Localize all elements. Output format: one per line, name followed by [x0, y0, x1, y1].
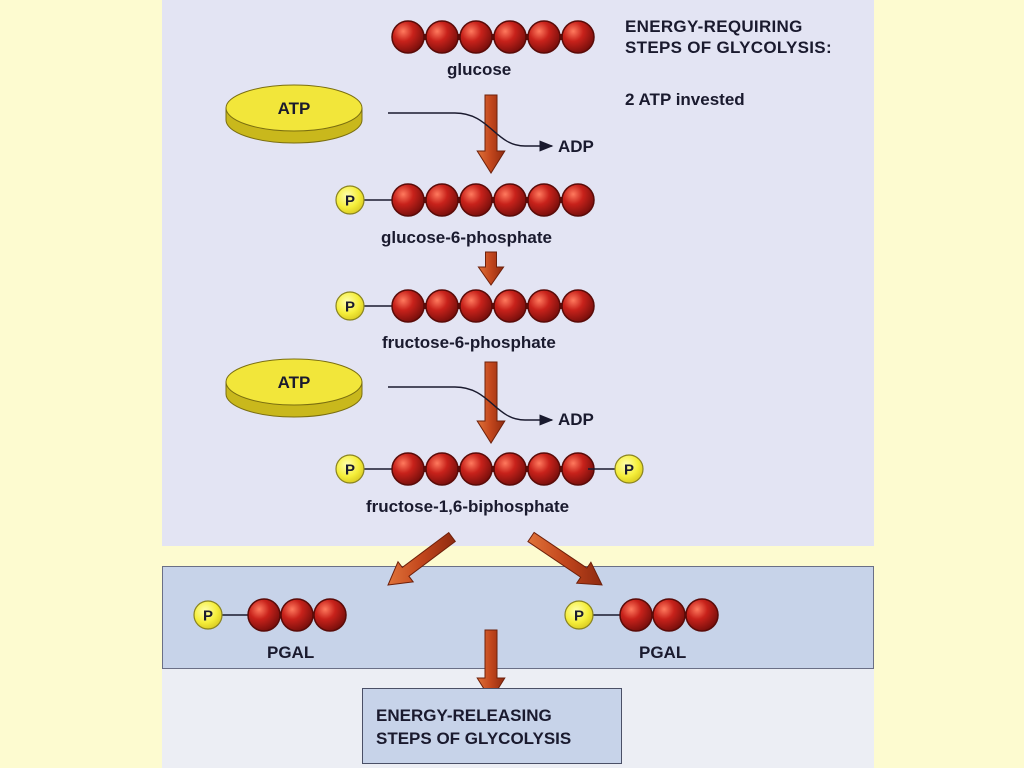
carbon-atom: [425, 20, 459, 54]
carbon-atom: [493, 20, 527, 54]
fructose-1-6-biphosphate-molecule: [391, 452, 595, 486]
glucose-6-phosphate-label: glucose-6-phosphate: [381, 228, 552, 247]
carbon-atom: [459, 289, 493, 323]
glucose-6-phosphate-molecule: [391, 183, 595, 217]
atp-to-adp-line-2: [388, 386, 554, 426]
carbon-atom: [425, 289, 459, 323]
pgal-right-label: PGAL: [639, 643, 687, 662]
carbon-atom: [652, 598, 686, 632]
arrow-glucose-to-g6p: [476, 94, 506, 174]
pgal-left-label: PGAL: [267, 643, 315, 662]
carbon-atom: [619, 598, 653, 632]
phosphate-pgal-left: P: [193, 600, 248, 630]
arrow-split-left: [387, 531, 456, 586]
energy-requiring-heading: ENERGY-REQUIRING STEPS OF GLYCOLYSIS:: [625, 16, 832, 58]
carbon-atom: [561, 289, 595, 323]
carbon-atom: [527, 289, 561, 323]
carbon-atom: [493, 452, 527, 486]
arrow-layer: [387, 94, 603, 701]
glucose-label: glucose: [447, 60, 512, 79]
atp-disc-1: ATP: [225, 84, 363, 144]
carbon-atom: [280, 598, 314, 632]
atp-disc-2: ATP: [225, 358, 363, 418]
atp-layer: ATP ATP: [225, 84, 363, 418]
carbon-atom: [561, 20, 595, 54]
carbon-atom: [391, 20, 425, 54]
phosphate-label: P: [345, 193, 355, 210]
arrow-split-right: [527, 531, 603, 586]
release-line-1: ENERGY-RELEASING: [376, 706, 552, 725]
heading-line-1: ENERGY-REQUIRING: [625, 17, 803, 36]
atp-to-adp-line-1: [388, 112, 554, 152]
atp-invested-note: 2 ATP invested: [625, 90, 745, 109]
phosphate-f16bp-left: P: [335, 454, 392, 484]
carbon-atom: [391, 289, 425, 323]
phosphate-label: P: [203, 608, 213, 625]
carbon-atom: [527, 183, 561, 217]
carbon-atom: [391, 452, 425, 486]
release-line-2: STEPS OF GLYCOLYSIS: [376, 729, 572, 748]
phosphate-f16bp-right: P: [588, 454, 644, 484]
phosphate-g6p: P: [335, 185, 392, 215]
phosphate-label: P: [345, 299, 355, 316]
fructose-1-6-biphosphate-label: fructose-1,6-biphosphate: [366, 497, 570, 516]
carbon-atom: [391, 183, 425, 217]
phosphate-label: P: [345, 462, 355, 479]
carbon-atom: [527, 452, 561, 486]
heading-line-2: STEPS OF GLYCOLYSIS:: [625, 38, 832, 57]
carbon-atom: [527, 20, 561, 54]
phosphate-pgal-right: P: [564, 600, 620, 630]
phosphate-label: P: [624, 462, 634, 479]
carbon-atom: [247, 598, 281, 632]
carbon-atom: [685, 598, 719, 632]
fructose-6-phosphate-label: fructose-6-phosphate: [382, 333, 556, 352]
fructose-6-phosphate-molecule: [391, 289, 595, 323]
carbon-atom: [425, 183, 459, 217]
carbon-atom: [459, 452, 493, 486]
carbon-atom: [493, 183, 527, 217]
carbon-atom: [459, 183, 493, 217]
carbon-atom: [313, 598, 347, 632]
phosphate-label: P: [574, 608, 584, 625]
adp-label-2: ADP: [558, 410, 594, 429]
pgal-left-molecule: [247, 598, 347, 632]
atp-label: ATP: [278, 373, 311, 392]
carbon-atom: [425, 452, 459, 486]
arrow-g6p-to-f6p: [477, 251, 505, 286]
pgal-right-molecule: [619, 598, 719, 632]
molecule-layer: P P P P P P: [193, 20, 719, 632]
glucose-molecule: [391, 20, 595, 54]
carbon-atom: [561, 183, 595, 217]
atp-label: ATP: [278, 99, 311, 118]
phosphate-f6p: P: [335, 291, 392, 321]
energy-releasing-box: ENERGY-RELEASING STEPS OF GLYCOLYSIS: [362, 688, 622, 764]
carbon-atom: [493, 289, 527, 323]
adp-label-1: ADP: [558, 137, 594, 156]
carbon-atom: [459, 20, 493, 54]
